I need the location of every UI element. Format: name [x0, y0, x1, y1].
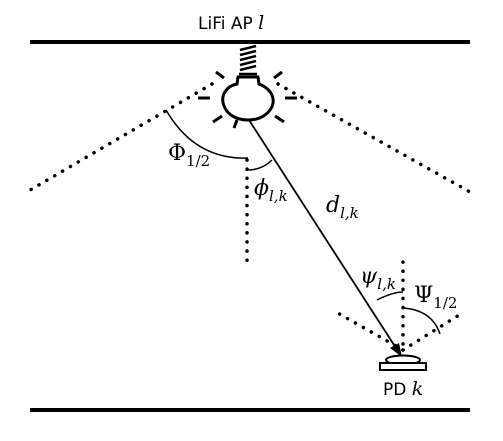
ap-label-var: l: [258, 12, 265, 34]
los-ray: [248, 119, 402, 357]
incidence-angle-arc: [376, 291, 404, 301]
receiver-fov-lines: [334, 260, 466, 352]
fov-subscript: 1/2: [433, 294, 458, 312]
transmitter-fov-lines: [23, 82, 472, 266]
ap-label-text: LiFi AP: [198, 14, 253, 34]
incidence-angle-label: ψl,k: [360, 266, 396, 292]
pd-label-var: k: [411, 378, 424, 400]
fov-symbol: Ψ: [414, 283, 434, 308]
fov-left-line: [23, 82, 214, 195]
fov-angle-arc: [402, 307, 441, 335]
fov-right-line: [276, 82, 472, 194]
receiver-fov-left-line: [334, 310, 405, 352]
distance-subscript: l,k: [340, 204, 359, 222]
distance-symbol: d: [326, 193, 341, 218]
fov-label: Ψ1/2: [414, 285, 457, 311]
incidence-angle-subscript: l,k: [377, 275, 396, 293]
light-bulb-icon: [198, 44, 297, 129]
irradiance-angle-arc: [246, 159, 273, 171]
receiver-fov-right-line: [401, 310, 466, 352]
semi-angle-label: Φ1/2: [168, 143, 210, 169]
ap-label: LiFi AP l: [198, 14, 264, 33]
irradiance-angle-symbol: ϕ: [254, 176, 269, 201]
pd-label: PD k: [383, 380, 423, 399]
pd-label-text: PD: [383, 380, 407, 400]
photodetector-icon: [379, 354, 427, 371]
semi-angle-arc: [165, 109, 249, 159]
semi-angle-subscript: 1/2: [186, 152, 211, 170]
distance-label: dl,k: [326, 195, 359, 221]
irradiance-angle-subscript: l,k: [269, 187, 288, 205]
arrow-head: [390, 343, 402, 357]
irradiance-angle-label: ϕl,k: [254, 178, 288, 204]
semi-angle-symbol: Φ: [168, 141, 187, 166]
incidence-angle-symbol: ψ: [360, 264, 378, 289]
